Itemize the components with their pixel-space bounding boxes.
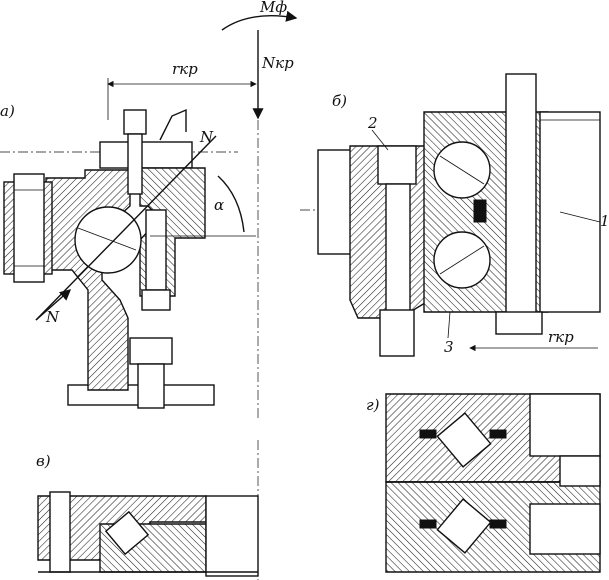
label-normal-force: Nкр (261, 54, 294, 72)
cage-ll-g (419, 519, 437, 529)
label-moment: Mф (259, 0, 287, 16)
label-view-b: б) (332, 92, 347, 110)
angle-arc (217, 175, 245, 233)
roller-lower-g (436, 498, 492, 554)
view-b: б) 2 3 1 rкр (300, 73, 609, 357)
cage-lr-g (489, 519, 507, 529)
leader-3 (447, 311, 451, 339)
bolt-shank-bottom (137, 363, 165, 409)
label-view-g: г) (366, 396, 380, 414)
cage-ur-g (489, 429, 507, 439)
separator-b (473, 199, 487, 223)
label-view-v: в) (36, 452, 51, 470)
leader-1 (559, 211, 601, 223)
shaft-lower-g (529, 503, 601, 555)
outer-ring-a (45, 169, 131, 391)
shaft-upper-g (529, 393, 601, 457)
roller-upper-g (436, 412, 492, 468)
clamp-bolt-left (13, 173, 45, 283)
label-view-a: а) (0, 102, 15, 120)
label-radius-b: rкр (548, 328, 574, 346)
roller-v (104, 510, 150, 556)
moment-arrow (221, 10, 298, 31)
bolt-shank-mid (145, 209, 167, 291)
label-part-1: 1 (600, 212, 609, 230)
nut-mid (141, 289, 171, 311)
lever-bracket (159, 108, 187, 141)
nut-bottom (129, 337, 173, 365)
bolt-shank-top (127, 133, 143, 195)
hub-left-b (317, 149, 355, 255)
cage-ul-g (419, 429, 437, 439)
leader-2 (371, 129, 389, 151)
screw-tail-b (379, 309, 415, 357)
view-a: Mф Nкр rкр а) N N α (0, 0, 298, 420)
screw-shank-b (385, 183, 411, 315)
view-v: в) (36, 440, 259, 580)
screw-head-b (377, 145, 417, 185)
screw-v (49, 491, 71, 573)
shaft-v (205, 495, 259, 577)
bolt-b (505, 73, 537, 325)
label-part-2: 2 (367, 114, 378, 132)
shaft-b (539, 111, 601, 313)
cover-plate-a (99, 141, 193, 169)
label-normal-N-lower: N (45, 308, 60, 326)
label-radius: rкр (172, 60, 198, 78)
label-angle: α (214, 196, 224, 214)
step-g (559, 455, 601, 487)
view-g: г) (366, 393, 601, 573)
label-part-3: 3 (444, 338, 454, 356)
nut-b (495, 311, 543, 335)
bolt-head-top (123, 109, 147, 135)
label-normal-N-upper: N (199, 128, 214, 146)
ball-a (74, 206, 142, 274)
